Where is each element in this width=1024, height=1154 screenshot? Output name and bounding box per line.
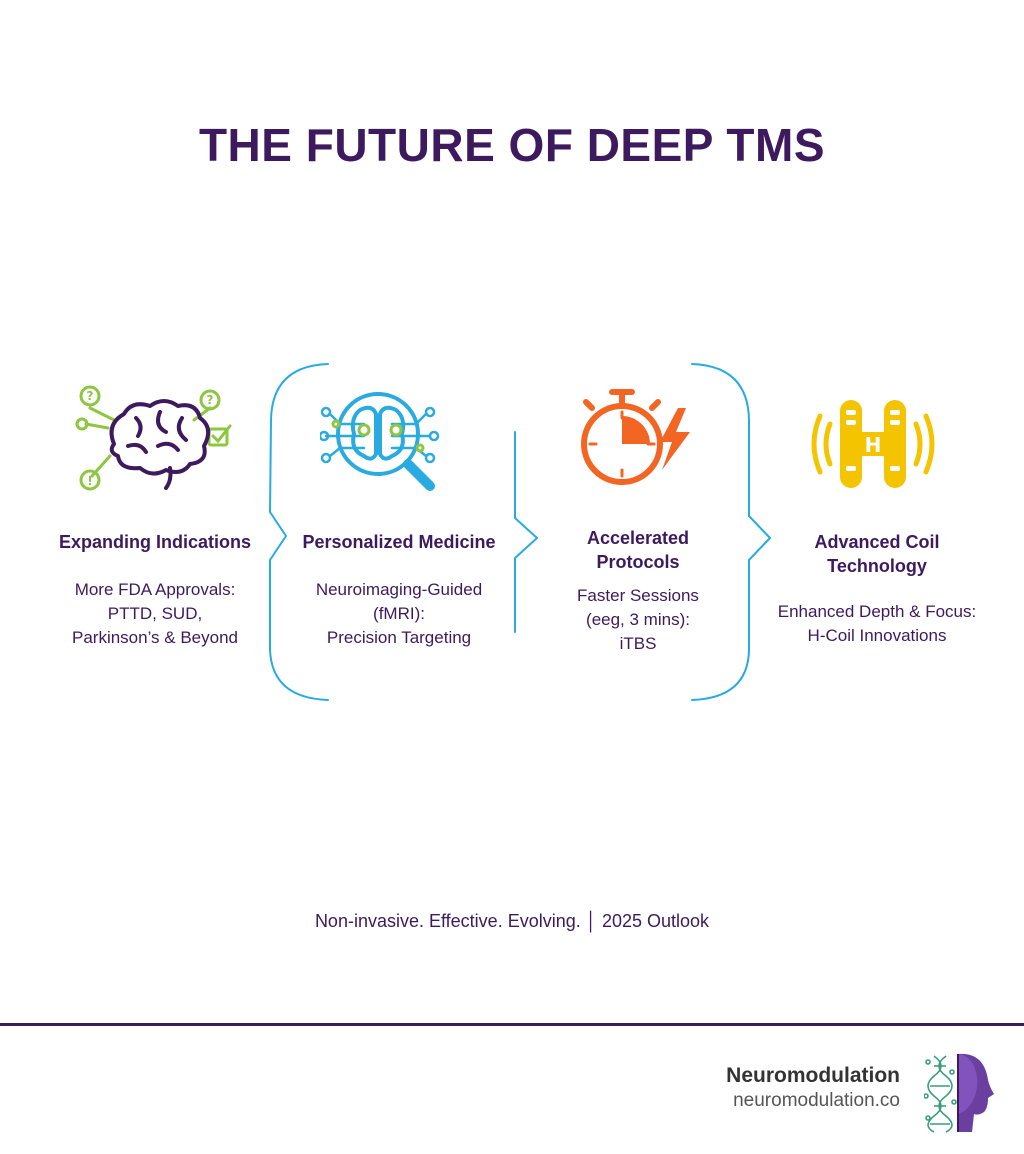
stopwatch-lightning-icon: [581, 389, 690, 485]
svg-text:?: ?: [87, 389, 94, 403]
column-heading: Accelerated Protocols: [586, 528, 690, 572]
left-brace: [269, 363, 329, 701]
middle-arrow: [514, 431, 538, 633]
column-advanced-coil-technology: Advanced Coil Technology Enhanced Depth …: [760, 530, 994, 648]
tagline: Non-invasive. Effective. Evolving. │ 202…: [314, 911, 710, 931]
column-heading: Advanced Coil Technology: [814, 532, 940, 576]
column-description: Faster Sessions (eeg, 3 mins): iTBS: [577, 586, 699, 653]
footer-divider: [0, 1023, 1024, 1026]
h-coil-icon: H: [811, 400, 935, 488]
column-description: Neuroimaging-Guided (fMRI): Precision Ta…: [315, 580, 483, 647]
column-heading: Personalized Medicine: [302, 532, 496, 552]
svg-text:H: H: [865, 433, 882, 457]
brain-question-icon: ? ? !: [75, 385, 232, 491]
svg-text:!: !: [87, 474, 92, 488]
column-description: Enhanced Depth & Focus: H-Coil Innovatio…: [777, 602, 977, 645]
brand-url: neuromodulation.co: [733, 1090, 900, 1111]
column-expanding-indications: Expanding Indications More FDA Approvals…: [44, 530, 266, 650]
column-description: More FDA Approvals: PTTD, SUD, Parkinson…: [71, 580, 238, 647]
column-personalized-medicine: Personalized Medicine Neuroimaging-Guide…: [284, 530, 514, 650]
brand-name: Neuromodulation: [726, 1064, 900, 1087]
column-heading: Expanding Indications: [58, 532, 251, 552]
page-title: THE FUTURE OF DEEP TMS: [198, 119, 826, 171]
column-accelerated-protocols: Accelerated Protocols Faster Sessions (e…: [540, 526, 736, 656]
neuromodulation-logo-icon: [924, 1053, 994, 1133]
svg-text:?: ?: [207, 393, 214, 407]
brain-magnifier-icon: [320, 392, 440, 491]
right-brace: [691, 363, 771, 701]
